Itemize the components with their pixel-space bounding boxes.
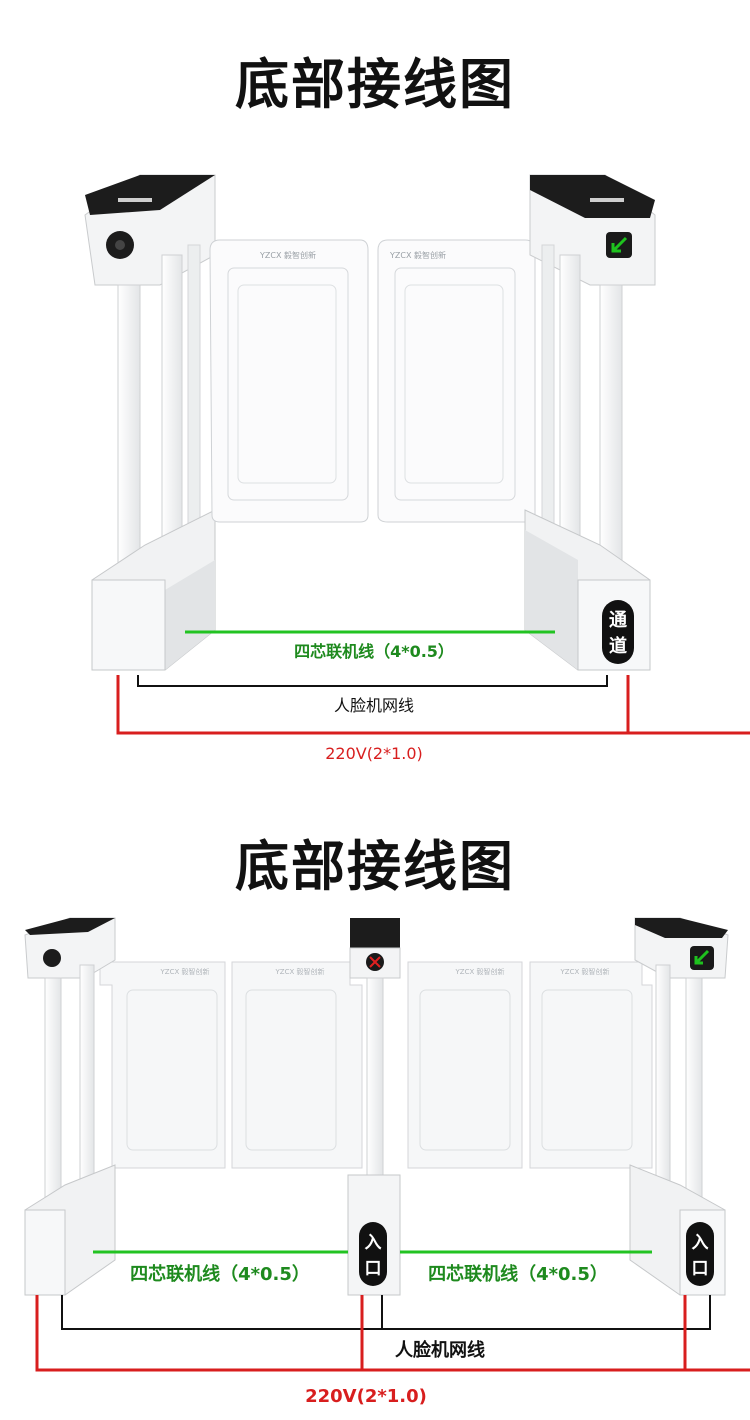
panel-logo: YZCX 毅智创新 [560, 967, 610, 976]
section-title: 底部接线图 [235, 835, 515, 898]
panel-logo: YZCX 毅智创新 [160, 967, 210, 976]
left-cabinet [24, 917, 116, 1296]
gate-illustration-1: YZCX 毅智创新 YZCX 毅智创新 通 道 [84, 174, 750, 763]
middle-cabinet: 入 口 [347, 918, 401, 1296]
wiring-diagram-three-cabinet: 底部接线图 YZCX 毅智创新 YZCX 毅智创新 YZCX 毅智创新 YZCX… [0, 790, 750, 1420]
power-label: 220V(2*1.0) [325, 744, 423, 763]
panel-logo: YZCX 毅智创新 [259, 250, 316, 260]
lane-badge-char-2: 道 [609, 635, 627, 657]
glass-panels: YZCX 毅智创新 YZCX 毅智创新 YZCX 毅智创新 YZCX 毅智创新 [99, 961, 653, 1169]
gate-illustration-2: YZCX 毅智创新 YZCX 毅智创新 YZCX 毅智创新 YZCX 毅智创新 … [24, 917, 750, 1407]
face-camera-icon [43, 949, 61, 967]
network-label: 人脸机网线 [395, 1339, 485, 1361]
section-title: 底部接线图 [235, 53, 515, 116]
four-core-label-left: 四芯联机线（4*0.5） [130, 1263, 310, 1285]
panel-logo: YZCX 毅智创新 [389, 250, 446, 260]
lane-badge [602, 600, 634, 664]
panel-logo: YZCX 毅智创新 [275, 967, 325, 976]
power-label: 220V(2*1.0) [305, 1386, 427, 1407]
left-cabinet [84, 174, 216, 671]
four-core-label: 四芯联机线（4*0.5） [294, 642, 454, 661]
power-wire [35, 1295, 750, 1372]
entrance-badge-char-1: 入 [692, 1233, 709, 1253]
wiring-diagram-two-cabinet: 底部接线图 YZCX 毅智创新 [84, 53, 750, 763]
entrance-badge [359, 1222, 387, 1286]
network-label: 人脸机网线 [334, 696, 414, 715]
right-glass-panel: YZCX 毅智创新 [377, 239, 536, 523]
lane-badge-char-1: 通 [609, 610, 627, 631]
panel-logo: YZCX 毅智创新 [455, 967, 505, 976]
network-wire [61, 1295, 711, 1330]
left-glass-panel: YZCX 毅智创新 [209, 239, 369, 523]
right-cabinet: 入 口 [629, 917, 729, 1296]
entrance-badge-char-2: 口 [365, 1259, 382, 1279]
network-wire [137, 675, 608, 687]
entrance-badge-char-2: 口 [692, 1259, 709, 1279]
entrance-badge-char-1: 入 [365, 1233, 382, 1253]
entrance-badge [686, 1222, 714, 1286]
four-core-label-right: 四芯联机线（4*0.5） [428, 1263, 608, 1285]
right-cabinet: 通 道 [524, 174, 656, 671]
power-wire [116, 675, 750, 735]
